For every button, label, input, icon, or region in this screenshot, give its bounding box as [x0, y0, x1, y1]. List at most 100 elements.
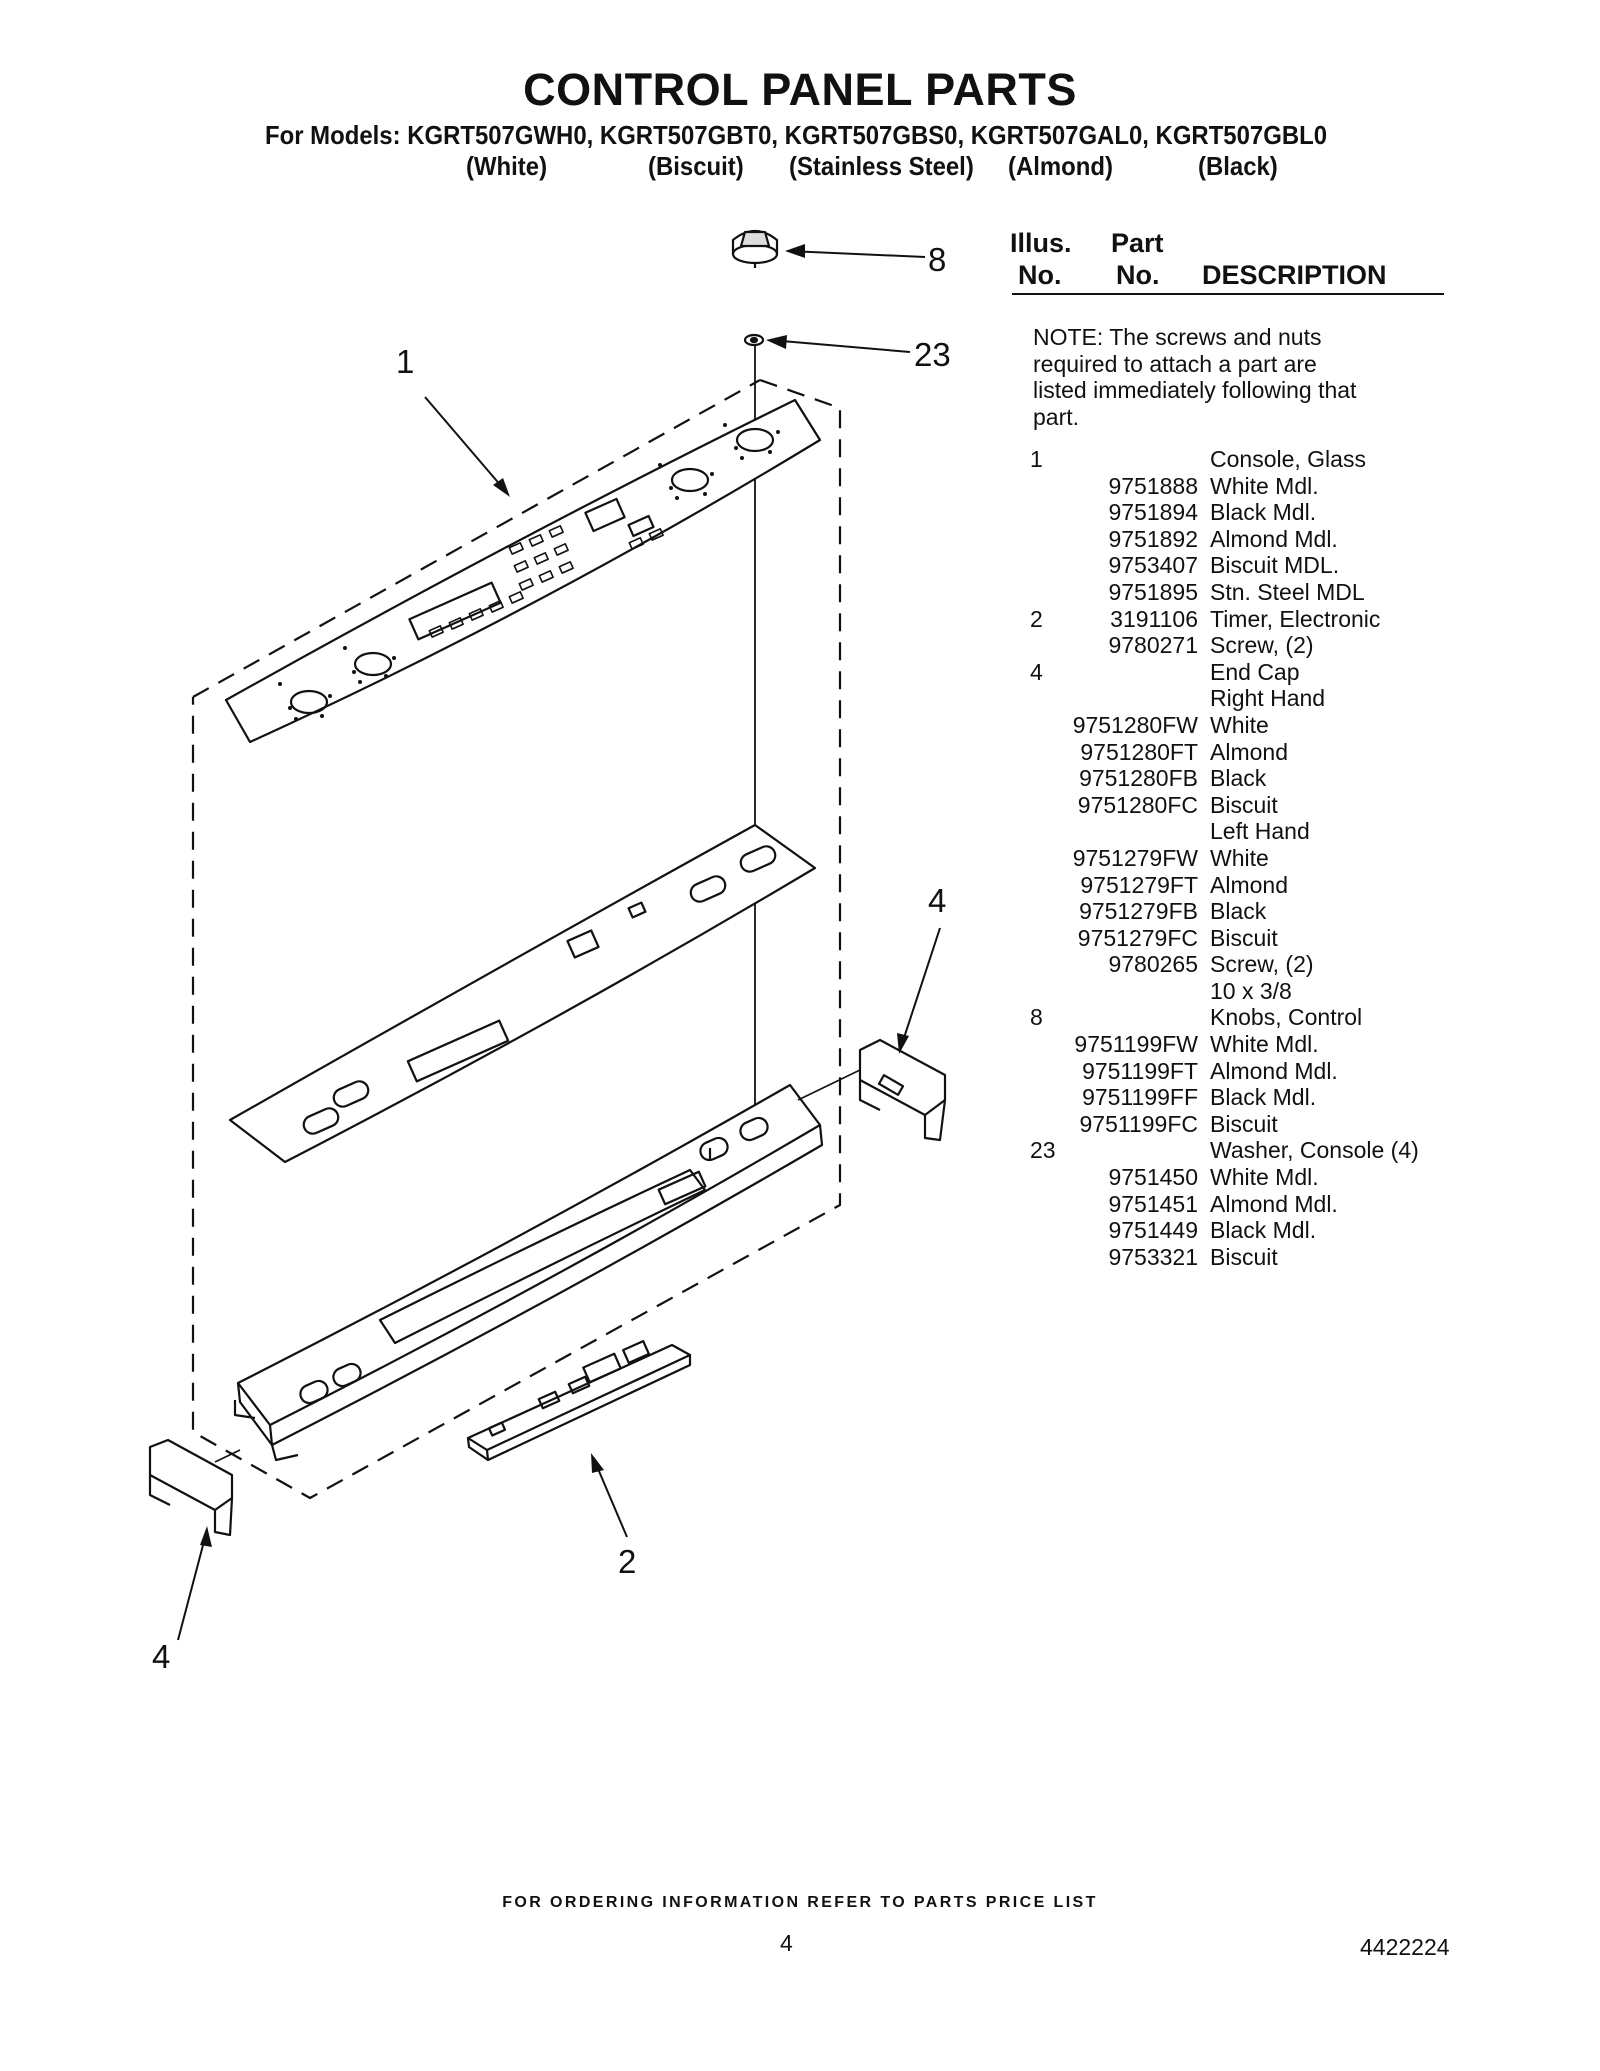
parts-description: Black Mdl. [1210, 1217, 1317, 1244]
parts-part-no: 9751279FC [1077, 924, 1198, 951]
parts-row: 9751450 White Mdl. [1010, 1164, 1480, 1191]
parts-part-no: 9751895 [1108, 578, 1198, 605]
parts-description: Almond [1210, 738, 1288, 765]
parts-description: Black [1210, 765, 1267, 792]
parts-description: White Mdl. [1210, 1031, 1319, 1058]
parts-part-no: 9751279FB [1079, 898, 1198, 925]
parts-row: Right Hand [1010, 685, 1480, 712]
parts-description: Washer, Console (4) [1210, 1137, 1419, 1164]
parts-part-no: 9751892 [1108, 525, 1198, 552]
parts-description: Screw, (2) [1210, 951, 1314, 978]
callout-4-right: 4 [928, 882, 946, 919]
parts-description: Biscuit [1210, 1110, 1278, 1137]
parts-row: 9751449 Black Mdl. [1010, 1217, 1480, 1244]
header-part-line2: No. [1116, 260, 1160, 290]
parts-description: Screw, (2) [1210, 632, 1314, 659]
parts-part-no: 9751449 [1108, 1217, 1198, 1244]
parts-part-no: 3191106 [1110, 605, 1198, 632]
console-frame-part [233, 1083, 824, 1462]
control-knob-part [731, 229, 779, 268]
page-number: 4 [780, 1930, 793, 1956]
parts-illus-no: 8 [1030, 1004, 1043, 1031]
parts-row: 1 Console, Glass [1010, 446, 1480, 473]
parts-row: 2 3191106 Timer, Electronic [1010, 606, 1480, 633]
parts-part-no: 9751280FB [1079, 765, 1198, 792]
parts-row: 10 x 3/8 [1010, 978, 1480, 1005]
parts-description: Right Hand [1210, 685, 1326, 712]
parts-part-no: 9751279FT [1080, 871, 1198, 898]
parts-row: 9753407 Biscuit MDL. [1010, 552, 1480, 579]
parts-part-no: 9751280FT [1080, 738, 1198, 765]
parts-description: Black Mdl. [1210, 1084, 1317, 1111]
left-end-cap-part [148, 1438, 241, 1537]
callout-2: 2 [618, 1543, 636, 1580]
model-color-almond: (Almond) [1008, 151, 1113, 181]
model-color-black: (Black) [1198, 151, 1278, 181]
parts-description: Black [1210, 898, 1267, 925]
parts-description: White [1210, 844, 1269, 871]
parts-row: 9751280FB Black [1010, 765, 1480, 792]
parts-part-no: 9751199FC [1079, 1110, 1199, 1137]
parts-description: Timer, Electronic [1210, 605, 1381, 632]
parts-part-no: 9751199FW [1074, 1031, 1198, 1058]
assembly-dashed-top [192, 379, 761, 698]
parts-row: 9751892 Almond Mdl. [1010, 526, 1480, 553]
parts-illus-no: 1 [1030, 446, 1043, 472]
document-number: 4422224 [1360, 1934, 1450, 1960]
glass-console-part [224, 398, 822, 744]
console-overlay-plate [228, 823, 817, 1164]
header-part-line1: Part [1111, 228, 1164, 258]
model-color-biscuit: (Biscuit) [648, 151, 744, 181]
parts-description: 10 x 3/8 [1210, 977, 1292, 1004]
header-illus-line2: No. [1018, 260, 1062, 290]
parts-part-no: 9780271 [1108, 632, 1198, 659]
header-description: DESCRIPTION [1202, 260, 1387, 290]
parts-row: Left Hand [1010, 818, 1480, 845]
parts-row: 9751280FT Almond [1010, 739, 1480, 766]
parts-part-no: 9751450 [1108, 1164, 1198, 1191]
parts-description: End Cap [1210, 658, 1300, 685]
electronic-timer-board [466, 1340, 692, 1462]
parts-row: 9751199FT Almond Mdl. [1010, 1058, 1480, 1085]
parts-part-no: 9753321 [1108, 1243, 1198, 1270]
parts-description: White Mdl. [1210, 1164, 1319, 1191]
parts-part-no: 9780265 [1108, 951, 1198, 978]
model-color-stainless: (Stainless Steel) [789, 151, 974, 181]
parts-description: Almond Mdl. [1210, 525, 1338, 552]
parts-description: Console, Glass [1210, 446, 1366, 472]
callout-8: 8 [928, 241, 946, 278]
parts-part-no: 9751199FF [1082, 1084, 1198, 1111]
callout-1: 1 [396, 343, 414, 380]
parts-part-no: 9751894 [1108, 499, 1198, 526]
parts-description: Left Hand [1210, 818, 1310, 845]
parts-part-no: 9753407 [1108, 552, 1198, 579]
right-end-cap-part [797, 1038, 947, 1142]
parts-description: Biscuit MDL. [1210, 552, 1340, 579]
header-illus-line1: Illus. [1010, 228, 1072, 258]
parts-row: 9780271 Screw, (2) [1010, 632, 1480, 659]
assembly-dashed-outline [191, 378, 842, 1500]
page-title: CONTROL PANEL PARTS [523, 64, 1077, 115]
parts-description: Almond Mdl. [1210, 1057, 1338, 1084]
parts-illus-no: 2 [1030, 605, 1043, 632]
models-line: For Models: KGRT507GWH0, KGRT507GBT0, KG… [265, 120, 1328, 150]
console-washer-part [743, 333, 765, 347]
parts-illus-no: 4 [1030, 658, 1043, 685]
parts-row: 9751199FW White Mdl. [1010, 1031, 1480, 1058]
parts-part-no: 9751199FT [1082, 1057, 1198, 1084]
parts-part-no: 9751280FC [1077, 791, 1198, 818]
parts-part-no: 9751888 [1108, 472, 1198, 499]
callout-4-left: 4 [152, 1638, 170, 1675]
ordering-footer: FOR ORDERING INFORMATION REFER TO PARTS … [502, 1894, 1098, 1911]
